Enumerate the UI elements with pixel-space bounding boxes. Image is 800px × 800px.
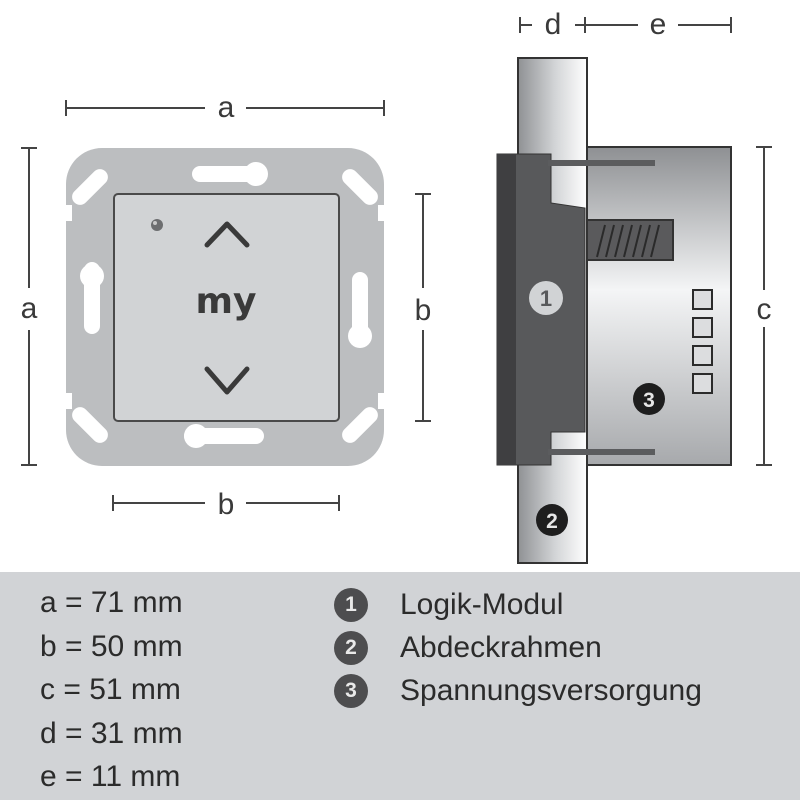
dimension-line-b-vertical xyxy=(415,193,431,422)
button-plate[interactable] xyxy=(113,193,340,422)
dimension-line-a-horizontal xyxy=(65,100,385,116)
clamp-bar-top xyxy=(548,160,655,166)
logic-module-front-face xyxy=(497,154,516,465)
dimension-c-value: c = 51 mm xyxy=(40,673,181,706)
legend-badge-1: 1 xyxy=(334,588,368,622)
legend-panel: a = 71 mm b = 50 mm c = 51 mm d = 31 mm … xyxy=(0,572,800,800)
led-highlight xyxy=(153,221,157,225)
led-indicator-icon xyxy=(151,219,163,231)
threaded-connector xyxy=(586,219,674,261)
dimension-label-b-right: b xyxy=(415,294,432,327)
callout-1: 1 xyxy=(529,281,563,315)
callout-2-number: 2 xyxy=(546,510,558,533)
legend-badge-3: 3 xyxy=(334,674,368,708)
dimension-label-c: c xyxy=(757,293,772,326)
frame-slots xyxy=(62,162,388,448)
dimension-label-b-bottom: b xyxy=(218,488,235,521)
legend-item-power-supply: 3 Spannungsversorgung xyxy=(334,674,702,708)
down-arrow-icon[interactable] xyxy=(204,366,250,395)
callout-3-number: 3 xyxy=(643,389,655,412)
dimension-diagram: a a b b xyxy=(21,8,772,564)
dimension-a-value: a = 71 mm xyxy=(40,586,183,619)
legend-text-1: Logik-Modul xyxy=(400,588,564,621)
dimension-label-a-top: a xyxy=(218,91,235,124)
dimension-label-e: e xyxy=(650,8,667,41)
dimension-label-d: d xyxy=(545,8,562,41)
legend-item-logic-module: 1 Logik-Modul xyxy=(334,588,563,622)
my-button-label[interactable]: my xyxy=(196,281,257,322)
up-arrow-icon[interactable] xyxy=(204,221,250,248)
side-view: d e c xyxy=(496,8,772,564)
dimension-label-a-left: a xyxy=(21,292,38,325)
legend-text-2: Abdeckrahmen xyxy=(400,631,602,664)
legend-text-3: Spannungsversorgung xyxy=(400,674,702,707)
dimension-line-b-horizontal xyxy=(112,495,340,511)
dimension-d-value: d = 31 mm xyxy=(40,717,183,750)
callout-3: 3 xyxy=(633,383,665,415)
dimension-line-a-vertical xyxy=(21,147,37,466)
clamp-bar-bottom xyxy=(548,449,655,455)
callout-1-number: 1 xyxy=(540,286,552,311)
front-view: a a b b xyxy=(21,91,432,521)
thread-lines xyxy=(596,224,660,258)
dimension-line-d-e xyxy=(519,17,732,33)
legend-badge-2: 2 xyxy=(334,631,368,665)
dimension-b-value: b = 50 mm xyxy=(40,630,183,663)
dimension-e-value: e = 11 mm xyxy=(40,760,181,793)
legend-item-cover-frame: 2 Abdeckrahmen xyxy=(334,631,602,665)
dimension-line-c xyxy=(756,146,772,466)
terminal-blocks xyxy=(692,289,713,394)
callout-2: 2 xyxy=(536,504,568,536)
